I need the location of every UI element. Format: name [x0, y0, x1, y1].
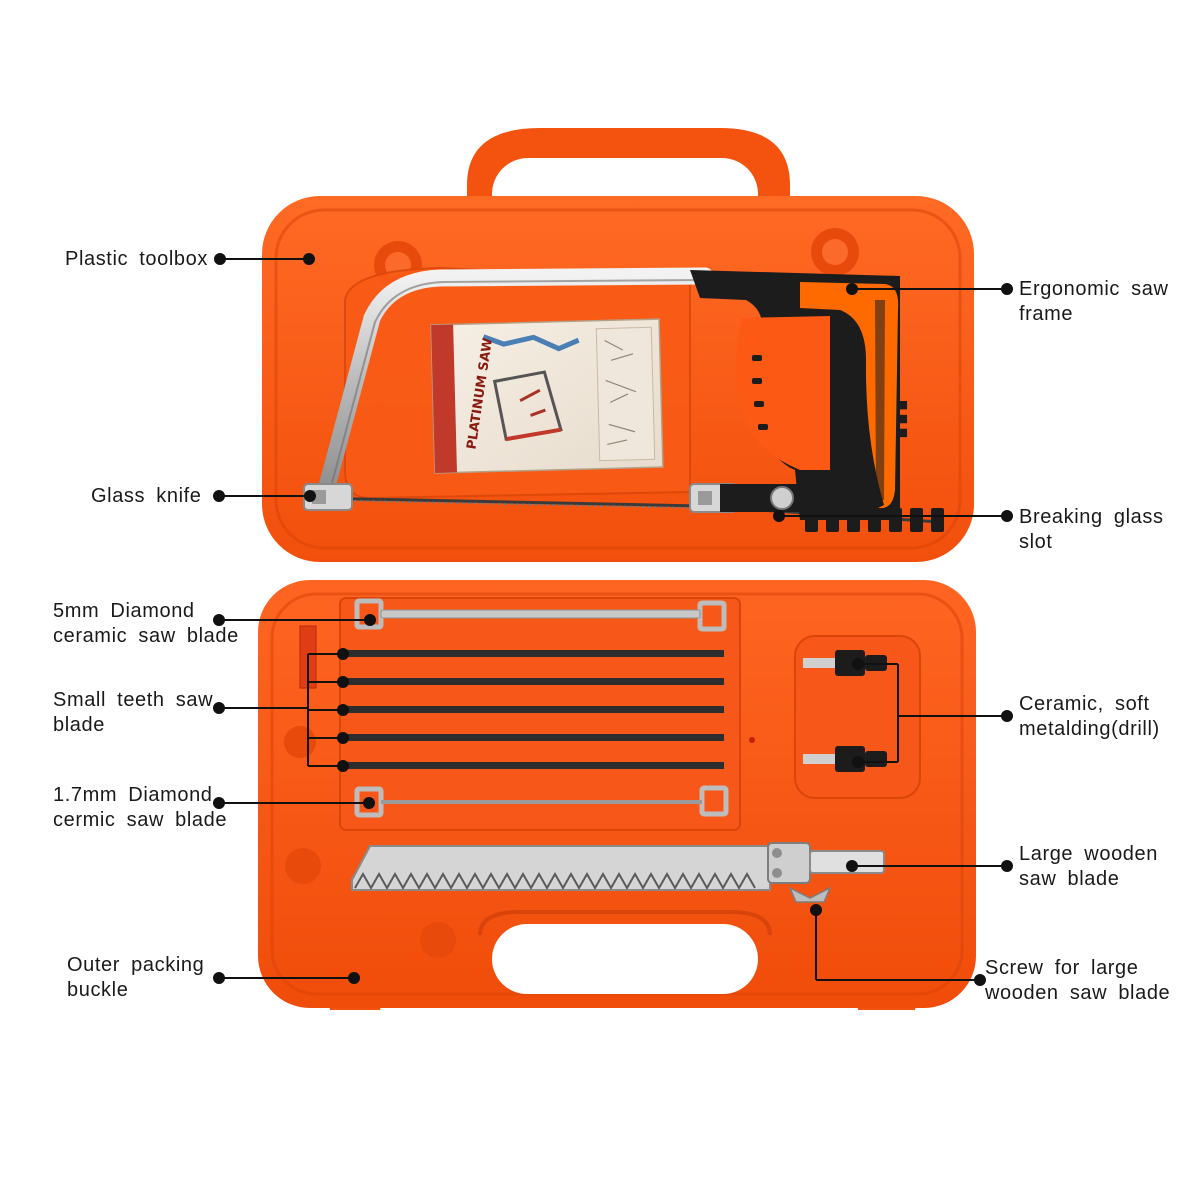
label-plastic-toolbox: Plastic toolbox: [65, 248, 208, 270]
label-ceramic-drill: Ceramic, soft metalding(drill): [1019, 693, 1160, 740]
label-outer-buckle: Outer packing buckle: [67, 954, 205, 1001]
svg-text:■ ■ ■: ■ ■ ■: [897, 400, 910, 438]
instruction-card: PLATINUM SAW: [430, 318, 664, 474]
small-teeth-blades: [338, 650, 724, 769]
label-ergonomic: Ergonomic saw frame: [1019, 278, 1169, 325]
label-diamond-17mm: 1.7mm Diamond cermic saw blade: [53, 784, 228, 831]
saw-frame: ■ ■ ■: [303, 267, 944, 532]
toolbox-tray: [258, 580, 976, 1010]
label-diamond-5mm: 5mm Diamond ceramic saw blade: [53, 600, 239, 647]
label-breaking-glass: Breaking glass slot: [1019, 506, 1164, 553]
label-small-teeth: Small teeth saw blade: [53, 689, 214, 736]
handle-grip: [800, 282, 899, 509]
label-screw: Screw for large wooden saw blade: [985, 957, 1171, 1004]
label-large-wooden: Large wooden saw blade: [1019, 843, 1158, 890]
label-glass-knife: Glass knife: [91, 485, 202, 507]
diamond-blade-5mm: [354, 598, 727, 632]
leader-lines: [213, 253, 1013, 986]
large-wooden-blade: [351, 842, 885, 903]
